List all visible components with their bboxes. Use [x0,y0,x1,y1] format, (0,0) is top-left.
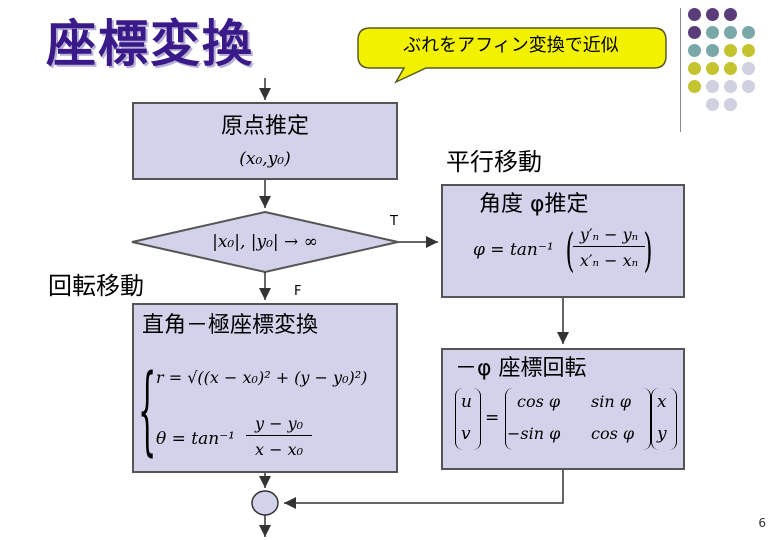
polar-box: 直角－極座標変換 { r = √((x − x₀)² + (y − y₀)²) … [132,303,398,473]
origin-box-title: 原点推定 [220,114,309,139]
dot [742,26,755,39]
angle-numerator: y′ₙ − yₙ [573,224,645,247]
vec-u: u [461,392,472,412]
callout-shape [357,27,667,84]
dot [742,62,755,75]
angle-box: 角度 φ推定 φ = tan⁻¹ ( y′ₙ − yₙ x′ₙ − xₙ ) [441,184,685,298]
dot [706,8,719,21]
polar-theta-num: y − y₀ [246,413,312,436]
dot [724,8,737,21]
polar-theta-lhs: θ = tan⁻¹ [156,429,235,449]
m11: cos φ [517,392,561,411]
dot [724,44,737,57]
dot [688,80,701,93]
dot [724,62,737,75]
dot [688,62,701,75]
angle-formula-lhs: φ = tan⁻¹ [473,240,554,260]
polar-brace: { [138,354,157,466]
angle-paren-right: ) [643,223,653,277]
dot [688,8,701,21]
equals-sign: = [485,408,500,428]
dot [706,62,719,75]
decision-formula: |x₀|, |y₀| → ∞ [212,232,318,252]
merge-node [251,490,279,516]
polar-r-formula: r = √((x − x₀)² + (y − y₀)²) [156,368,368,387]
rotate-box: －φ 座標回転 u v = cos φ sin φ −sin φ cos φ x… [441,348,685,470]
dot [706,44,719,57]
m21: −sin φ [507,424,561,443]
divider-line [680,8,681,132]
dot [706,26,719,39]
dot [688,44,701,57]
m22: cos φ [591,424,635,443]
polar-box-title: 直角－極座標変換 [142,313,319,338]
callout-bubble: ぶれをアフィン変換で近似 [356,26,668,84]
callout-text: ぶれをアフィン変換で近似 [403,35,619,56]
angle-box-title: 角度 φ推定 [479,192,589,217]
origin-formula: (x₀,y₀) [239,149,291,169]
true-label: T [390,214,398,229]
dot [742,80,755,93]
dot [688,26,701,39]
vec-x: x [657,392,667,412]
angle-denominator: x′ₙ − xₙ [579,251,639,270]
false-label: F [294,284,302,299]
dot [724,80,737,93]
vec-y: y [657,424,667,444]
dot [706,80,719,93]
rotation-matrix [505,388,651,450]
angle-paren-left: ( [565,223,575,277]
dot [706,98,719,111]
rotation-label: 回転移動 [48,272,144,300]
origin-box: 原点推定 (x₀,y₀) [132,102,398,180]
page-number: 6 [758,516,766,530]
dot [724,98,737,111]
rotate-box-title: －φ 座標回転 [455,356,587,381]
m12: sin φ [591,392,631,411]
translation-label: 平行移動 [446,148,542,176]
dot [724,26,737,39]
arrow-rotate-to-merge [284,470,564,509]
polar-theta-den: x − x₀ [254,440,304,459]
dot [742,44,755,57]
vec-v: v [461,424,471,444]
uv-vector [455,388,481,450]
xy-vector [651,388,677,450]
slide-title: 座標変換 [46,15,254,73]
